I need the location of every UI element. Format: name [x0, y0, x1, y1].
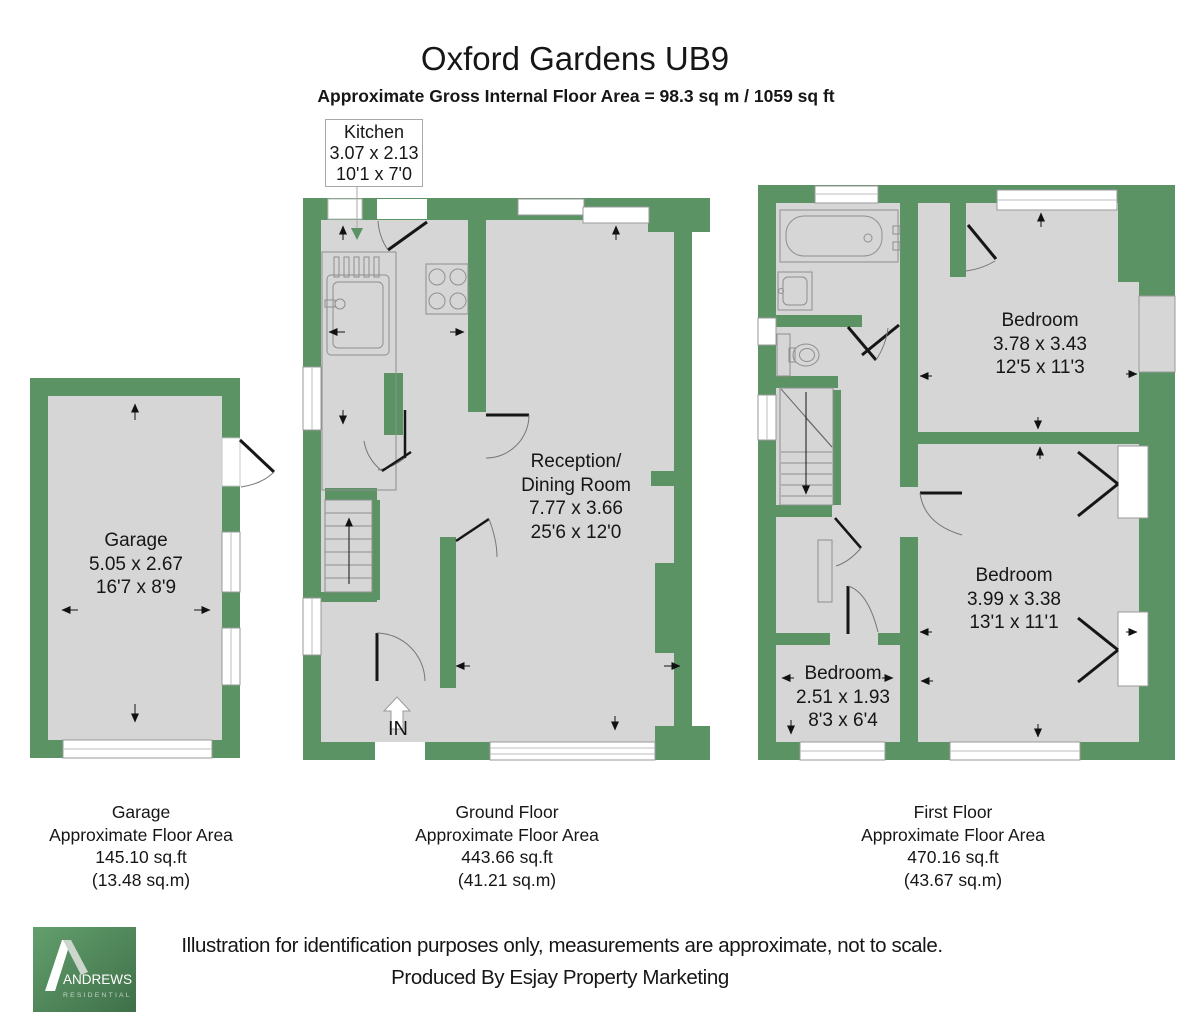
- window-icon: [757, 185, 1176, 761]
- kitchen-leader-arrow-icon: [351, 228, 363, 240]
- room-name: Dining Room: [521, 474, 631, 496]
- logo-brand-text: ANDREWS: [63, 972, 132, 987]
- logo-a-right-stroke: [63, 940, 88, 975]
- bedroom3-label: Bedroom 2.51 x 1.93 8'3 x 6'4: [796, 662, 890, 733]
- room-size-imperial: 8'3 x 6'4: [808, 710, 878, 731]
- caption-sqft: 145.10 sq.ft: [95, 847, 187, 867]
- window-icon: [221, 531, 241, 686]
- caption-subtitle: Approximate Floor Area: [49, 824, 233, 845]
- entrance-arrow-icon: [382, 696, 412, 730]
- reception-label: Reception/ Dining Room 7.77 x 3.66 25'6 …: [521, 450, 631, 544]
- caption-subtitle: Approximate Floor Area: [861, 824, 1045, 845]
- window-icon: [302, 198, 656, 761]
- room-name: Bedroom: [1001, 310, 1079, 331]
- andrews-logo: ANDREWS RESIDENTIAL: [33, 927, 136, 1012]
- bay-window-icon: [1077, 450, 1119, 684]
- door-icon: [363, 220, 530, 682]
- toilet-icon: [776, 333, 820, 377]
- caption-title: Ground Floor: [455, 802, 559, 822]
- bathtub-icon: [779, 209, 901, 263]
- page-title: Oxford Gardens UB9: [420, 40, 730, 77]
- door-icon: [834, 224, 998, 634]
- logo-a-left-stroke: [45, 940, 71, 991]
- room-size-metric: 5.05 x 2.67: [88, 553, 184, 575]
- caption-sqm: (41.21 sq.m): [457, 869, 557, 890]
- kitchen-sink-icon: [321, 251, 397, 491]
- disclaimer-line-2: Produced By Esjay Property Marketing: [391, 966, 729, 989]
- page-subtitle: Approximate Gross Internal Floor Area = …: [317, 86, 835, 106]
- garage-plan: [30, 378, 276, 759]
- stairs-icon: [324, 499, 373, 593]
- ground-floor-plan: [302, 186, 710, 761]
- bedroom1-label: Bedroom 3.78 x 3.43 12'5 x 11'3: [993, 309, 1087, 380]
- room-size-metric: 3.99 x 3.38: [966, 588, 1062, 610]
- caption-sqm: (13.48 sq.m): [91, 869, 191, 890]
- disclaimer-line-1: Illustration for identification purposes…: [181, 934, 943, 957]
- caption-sqft: 470.16 sq.ft: [907, 847, 999, 867]
- caption-sqm: (43.67 sq.m): [903, 869, 1003, 890]
- sink-icon: [777, 271, 813, 311]
- bedroom2-label: Bedroom 3.99 x 3.38 13'1 x 11'1: [967, 564, 1061, 635]
- logo-sub-text: RESIDENTIAL: [63, 992, 132, 999]
- room-name: Garage: [104, 530, 168, 551]
- first-floor-plan: [757, 185, 1176, 761]
- room-size-imperial: 16'7 x 8'9: [95, 577, 177, 598]
- room-size-imperial: 12'5 x 11'3: [995, 357, 1085, 378]
- andrews-logo-icon: ANDREWS RESIDENTIAL: [33, 927, 136, 1012]
- room-size-metric: 3.07 x 2.13: [329, 143, 419, 163]
- room-size-imperial: 10'1 x 7'0: [336, 164, 412, 184]
- room-size-metric: 7.77 x 3.66: [528, 498, 624, 519]
- ground-floor-caption: Ground Floor Approximate Floor Area 443.…: [415, 801, 599, 891]
- room-name: Kitchen: [343, 122, 405, 142]
- caption-title: Garage: [111, 802, 171, 822]
- room-size-metric: 3.78 x 3.43: [992, 333, 1088, 355]
- kitchen-label: Kitchen 3.07 x 2.13 10'1 x 7'0: [325, 119, 423, 187]
- dimension-arrows: [328, 225, 681, 731]
- room-size-imperial: 13'1 x 11'1: [969, 612, 1059, 633]
- garage-label: Garage 5.05 x 2.67 16'7 x 8'9: [89, 529, 183, 600]
- dimension-arrows: [61, 403, 211, 723]
- room-size-imperial: 25'6 x 12'0: [530, 521, 622, 543]
- garage-caption: Garage Approximate Floor Area 145.10 sq.…: [49, 801, 233, 891]
- room-size-metric: 2.51 x 1.93: [795, 686, 891, 708]
- caption-title: First Floor: [913, 802, 993, 822]
- hob-icon: [425, 263, 469, 315]
- room-name: Bedroom: [804, 663, 882, 684]
- dimension-arrows: [781, 212, 1138, 738]
- room-name: Reception/: [530, 451, 622, 472]
- caption-subtitle: Approximate Floor Area: [415, 824, 599, 845]
- caption-sqft: 443.66 sq.ft: [461, 847, 553, 867]
- stairs-icon: [779, 387, 834, 603]
- room-name: Bedroom: [975, 565, 1053, 586]
- first-floor-caption: First Floor Approximate Floor Area 470.1…: [861, 801, 1045, 891]
- entrance-in-label: IN: [388, 718, 408, 740]
